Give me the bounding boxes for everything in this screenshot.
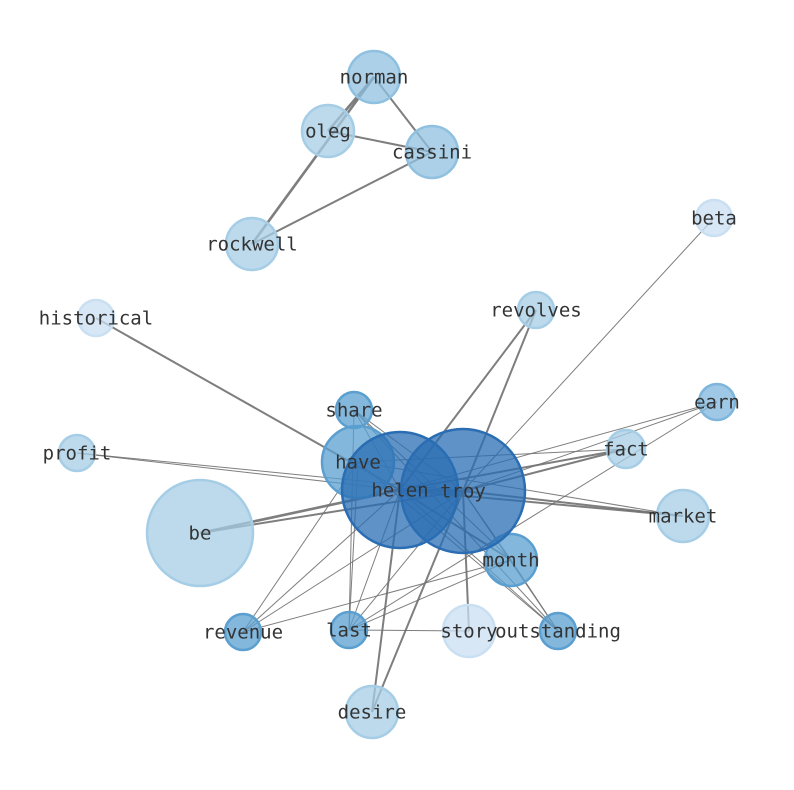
node-label-profit: profit — [43, 443, 112, 465]
node-rockwell[interactable] — [224, 216, 280, 272]
node-last[interactable] — [329, 610, 369, 650]
node-label-desire: desire — [338, 702, 407, 724]
edge-norman-rockwell — [250, 76, 376, 245]
node-label-beta: beta — [691, 208, 737, 230]
node-market[interactable] — [655, 488, 711, 544]
edge-last-month — [348, 559, 512, 631]
node-beta[interactable] — [694, 198, 734, 238]
node-label-story: story — [440, 621, 497, 643]
node-profit[interactable] — [57, 433, 97, 473]
node-label-historical: historical — [39, 308, 153, 330]
node-label-last: last — [326, 620, 372, 642]
node-label-month: month — [482, 550, 539, 572]
nodes — [57, 49, 737, 740]
node-outstanding[interactable] — [538, 611, 578, 651]
node-cassini[interactable] — [404, 124, 460, 180]
node-label-market: market — [649, 506, 718, 528]
node-label-be: be — [189, 523, 212, 545]
node-be[interactable] — [145, 478, 255, 588]
node-revenue[interactable] — [223, 612, 263, 652]
node-earn[interactable] — [697, 382, 737, 422]
node-desire[interactable] — [344, 684, 400, 740]
node-troy[interactable] — [399, 427, 527, 555]
node-label-revolves: revolves — [490, 300, 582, 322]
node-label-have: have — [335, 452, 381, 474]
node-label-revenue: revenue — [203, 622, 283, 644]
edges — [76, 76, 718, 713]
node-label-earn: earn — [694, 392, 740, 414]
node-label-cassini: cassini — [392, 142, 472, 164]
node-label-fact: fact — [603, 439, 649, 461]
node-label-share: share — [325, 400, 382, 422]
node-label-helen: helen — [371, 480, 428, 502]
node-oleg[interactable] — [300, 103, 356, 159]
node-norman[interactable] — [346, 49, 402, 105]
node-label-troy: troy — [440, 481, 486, 503]
node-historical[interactable] — [76, 298, 116, 338]
node-label-norman: norman — [340, 67, 409, 89]
node-label-oleg: oleg — [305, 121, 351, 143]
labels: norman oleg cassini rockwell beta historical r… — [39, 67, 740, 724]
edge-rockwell-cassini — [251, 151, 433, 245]
node-label-outstanding: outstanding — [495, 621, 621, 643]
node-month[interactable] — [483, 532, 539, 588]
edge-earn-last — [348, 401, 718, 631]
node-fact[interactable] — [605, 428, 647, 470]
node-story[interactable] — [441, 603, 497, 659]
node-revolves[interactable] — [516, 290, 556, 330]
node-label-rockwell: rockwell — [206, 234, 298, 256]
